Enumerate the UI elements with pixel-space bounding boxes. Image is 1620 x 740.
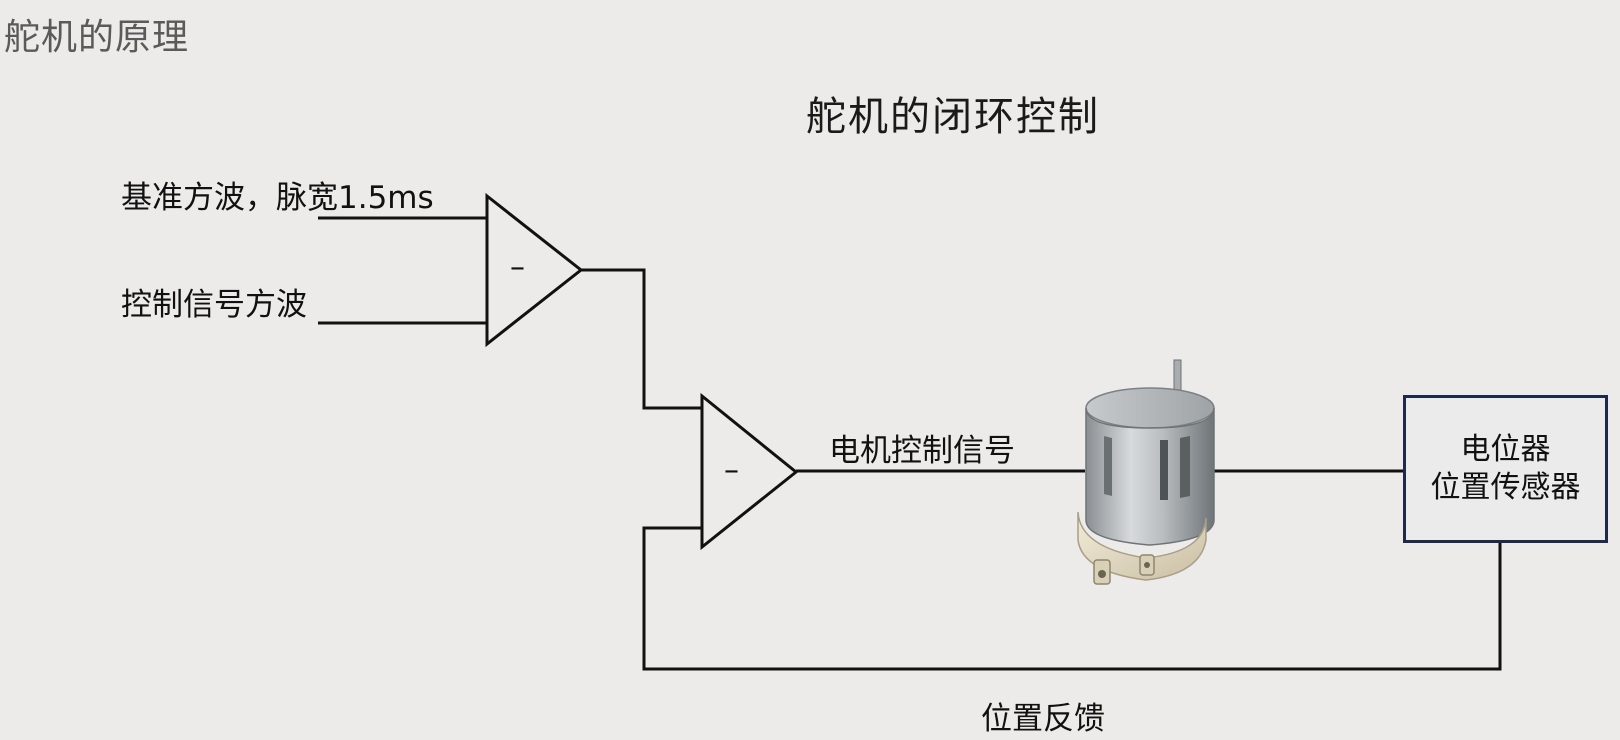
dc-motor-icon — [1077, 359, 1215, 585]
comparator-1 — [485, 192, 584, 348]
comparator-2-minus-sign: – — [724, 453, 739, 488]
motor-control-signal-label: 电机控制信号 — [829, 433, 1015, 469]
position-feedback-label: 位置反馈 — [981, 701, 1105, 737]
reference-input-label: 基准方波，脉宽1.5ms — [121, 180, 434, 216]
position-sensor-box: 电位器 位置传感器 — [1403, 395, 1608, 543]
error-wire — [581, 268, 702, 410]
control-input-label: 控制信号方波 — [121, 287, 307, 323]
feedback-wire — [642, 526, 1502, 671]
comparator-2 — [700, 392, 799, 551]
sensor-label-line2: 位置传感器 — [1430, 470, 1581, 505]
sensor-label-line1: 电位器 — [1460, 432, 1551, 467]
comparator-1-minus-sign: – — [510, 250, 525, 285]
diagram-title: 舵机的闭环控制 — [806, 94, 1100, 140]
slide-title: 舵机的原理 — [4, 17, 190, 58]
